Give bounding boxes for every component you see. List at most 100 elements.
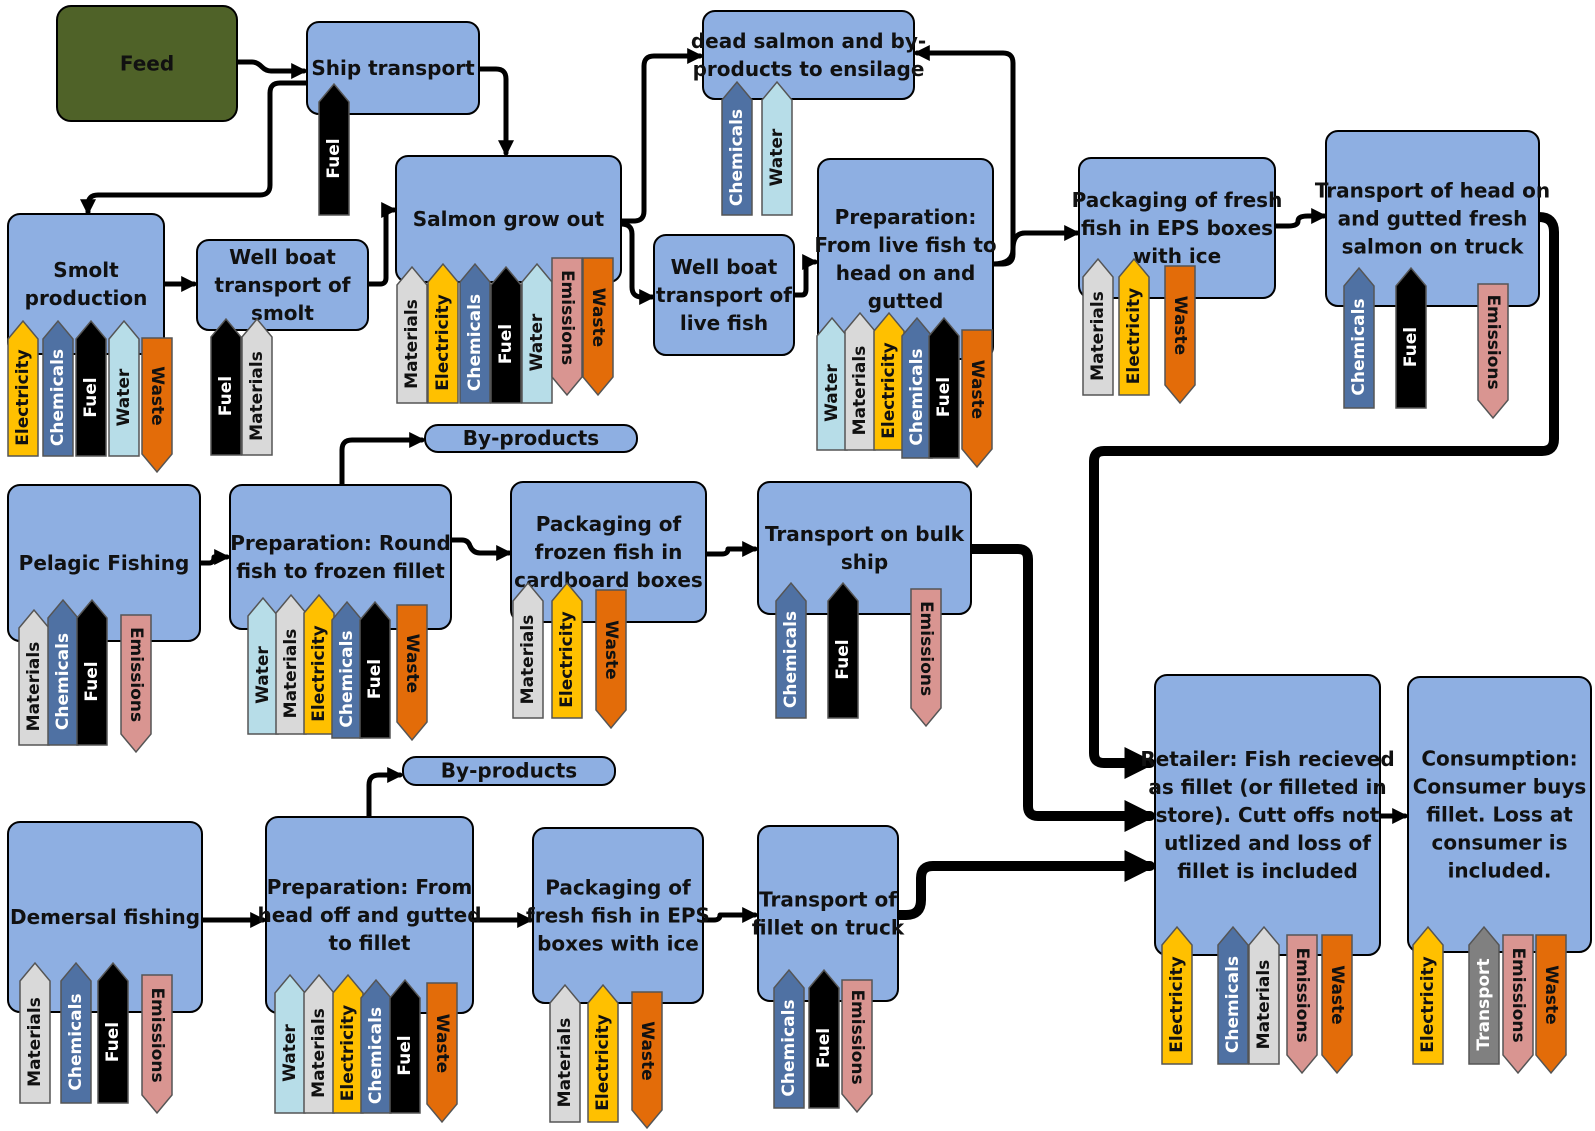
tag-electricity-input: Electricity xyxy=(1118,257,1150,396)
tag-waste-output: Waste xyxy=(396,604,428,742)
tag-materials-input: Materials xyxy=(275,593,307,735)
tag-label: Fuel xyxy=(814,1028,834,1068)
tag-label: Materials xyxy=(850,346,870,436)
tag-label: Materials xyxy=(281,629,301,719)
tag-label: Electricity xyxy=(1124,288,1144,385)
tag-electricity-input: Electricity xyxy=(551,581,583,719)
arrow-prep-to-pack-pel xyxy=(448,537,513,562)
arrow-grow-to-ensilage xyxy=(618,47,704,224)
tag-materials-input: Materials xyxy=(549,983,581,1123)
node-dead-salmon: dead salmon and by-products to ensilage xyxy=(691,10,926,100)
tag-water-input: Water xyxy=(108,319,140,457)
tag-shape xyxy=(761,80,793,216)
node-label: dead salmon and by-products to ensilage xyxy=(691,29,926,81)
tag-shape xyxy=(1535,934,1567,1075)
tag-label: Water xyxy=(527,313,547,371)
tag-fuel-input: Fuel xyxy=(490,265,522,404)
node-demersal: Demersal fishing xyxy=(7,821,203,1013)
node-byproducts-1: By-products xyxy=(424,424,638,453)
tag-label: Waste xyxy=(637,1021,657,1080)
tag-fuel-input: Fuel xyxy=(75,319,107,457)
arrow-pack-to-bulk xyxy=(703,540,759,558)
arrow-prep-to-byproducts xyxy=(339,431,426,488)
tag-emissions-output: Emissions xyxy=(120,614,152,754)
arrow-prep-to-pack xyxy=(990,224,1081,267)
arrow-salmon-to-retailer xyxy=(1089,212,1559,780)
tag-materials-input: Materials xyxy=(1082,257,1114,396)
tag-label: Water xyxy=(114,368,134,426)
tag-shape xyxy=(631,991,663,1130)
tag-shape xyxy=(1248,925,1280,1065)
node-box xyxy=(1325,130,1540,307)
tag-label: Electricity xyxy=(1418,956,1438,1053)
tag-shape xyxy=(1468,925,1500,1065)
tag-label: Emissions xyxy=(1508,947,1528,1042)
tag-shape xyxy=(551,257,583,397)
arrow-wellboat-to-prep xyxy=(791,253,819,298)
tag-label: Chemicals xyxy=(781,611,801,708)
tag-label: Waste xyxy=(432,1014,452,1073)
node-box xyxy=(424,424,638,453)
tag-shape xyxy=(359,600,391,739)
tag-shape xyxy=(512,581,544,719)
tag-shape xyxy=(396,604,428,742)
tag-fuel-input: Fuel xyxy=(76,598,108,746)
tag-chemicals-input: Chemicals xyxy=(1343,266,1375,409)
node-label: By-products xyxy=(463,426,599,450)
tag-water-input: Water xyxy=(521,262,553,404)
node-pelagic: Pelagic Fishing xyxy=(7,484,201,642)
tag-label: Materials xyxy=(1088,291,1108,381)
arrow-wellboat-to-grow xyxy=(365,201,398,287)
node-ship-transport: Ship transport xyxy=(306,21,480,115)
node-box xyxy=(653,234,795,356)
tag-waste-output: Waste xyxy=(1535,934,1567,1075)
tag-label: Fuel xyxy=(395,1035,415,1075)
tag-water-input: Water xyxy=(247,596,279,735)
node-label: Pelagic Fishing xyxy=(19,551,190,575)
tag-materials-input: Materials xyxy=(19,961,51,1104)
tag-label: Materials xyxy=(402,299,422,389)
tag-label: Waste xyxy=(1170,296,1190,355)
tag-shape xyxy=(1286,934,1318,1075)
node-label: Salmon grow out xyxy=(413,207,605,231)
tag-shape xyxy=(241,317,273,456)
tag-label: Materials xyxy=(555,1018,575,1108)
node-byproducts-2: By-products xyxy=(402,756,616,786)
tag-label: Emissions xyxy=(126,627,146,722)
tag-chemicals-input: Chemicals xyxy=(331,600,363,739)
tag-shape xyxy=(141,974,173,1115)
tag-label: Materials xyxy=(25,997,45,1087)
tag-label: Chemicals xyxy=(727,109,747,206)
tag-chemicals-input: Chemicals xyxy=(47,598,79,746)
tag-fuel-input: Fuel xyxy=(210,317,242,456)
tag-label: Fuel xyxy=(324,138,344,178)
node-box xyxy=(196,239,369,331)
tag-materials-input: Materials xyxy=(512,581,544,719)
tag-label: Materials xyxy=(1254,960,1274,1050)
tag-chemicals-input: Chemicals xyxy=(773,968,805,1109)
tag-chemicals-input: Chemicals xyxy=(901,316,933,459)
tag-shape xyxy=(827,581,859,719)
flow-arrows xyxy=(79,44,1559,929)
tag-label: Waste xyxy=(588,288,608,347)
tag-fuel-input: Fuel xyxy=(97,961,129,1104)
tag-waste-output: Waste xyxy=(1321,934,1353,1075)
tag-shape xyxy=(961,329,993,469)
tag-shape xyxy=(1161,925,1193,1065)
tag-shape xyxy=(1412,925,1444,1065)
tag-shape xyxy=(120,614,152,754)
tag-shape xyxy=(841,979,873,1114)
node-box xyxy=(817,158,994,360)
tag-shape xyxy=(1082,257,1114,396)
tag-waste-output: Waste xyxy=(961,329,993,469)
